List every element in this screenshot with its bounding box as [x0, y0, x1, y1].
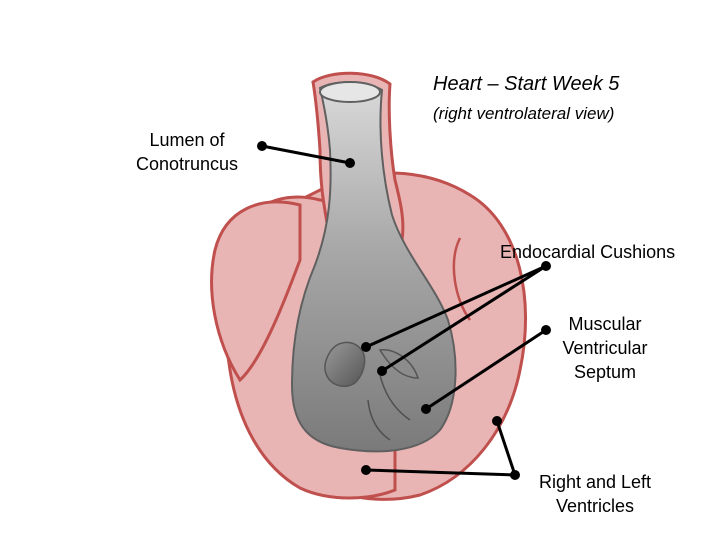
leader-dot — [361, 465, 371, 475]
label-line: Lumen of — [149, 130, 225, 150]
leader-dot — [377, 366, 387, 376]
label-line: Septum — [573, 362, 637, 382]
leader-lines — [257, 141, 551, 480]
label-right-and-left-ventricles: Right and Left Ventricles — [515, 470, 675, 518]
leader-dot — [361, 342, 371, 352]
leader-dot — [421, 404, 431, 414]
leader-ventricle-right — [495, 420, 517, 476]
label-line: Ventricular — [562, 338, 648, 358]
label-lumen-of-conotruncus: Lumen of Conotruncus — [112, 128, 262, 176]
leader-dot — [541, 325, 551, 335]
leader-septum — [425, 328, 547, 411]
leader-endocardial-a — [365, 264, 547, 349]
leader-dot — [257, 141, 267, 151]
leader-lumen — [261, 144, 351, 165]
leader-dot — [541, 261, 551, 271]
interventricular-groove — [452, 237, 472, 321]
label-line: Endocardial Cushions — [500, 242, 676, 262]
atrium-lobe — [210, 200, 302, 383]
leader-dot — [345, 158, 355, 168]
label-line: Right and Left — [538, 472, 652, 492]
label-muscular-ventricular-septum: Muscular Ventricular Septum — [535, 312, 675, 384]
diagram-title: Heart – Start Week 5 — [433, 73, 620, 95]
lumen-opening — [319, 81, 381, 103]
leader-dot — [492, 416, 502, 426]
label-line: Ventricles — [555, 496, 635, 516]
label-line: Conotruncus — [135, 154, 239, 174]
label-endocardial-cushions: Endocardial Cushions — [500, 240, 715, 264]
muscular-septum-fold — [367, 374, 411, 441]
leader-dot — [510, 470, 520, 480]
leader-endocardial-b — [381, 264, 547, 373]
label-line: Muscular — [568, 314, 642, 334]
leader-ventricle-left — [365, 468, 516, 477]
endocardial-cushion-left — [324, 341, 366, 388]
diagram-subtitle: (right ventrolateral view) — [433, 104, 615, 123]
